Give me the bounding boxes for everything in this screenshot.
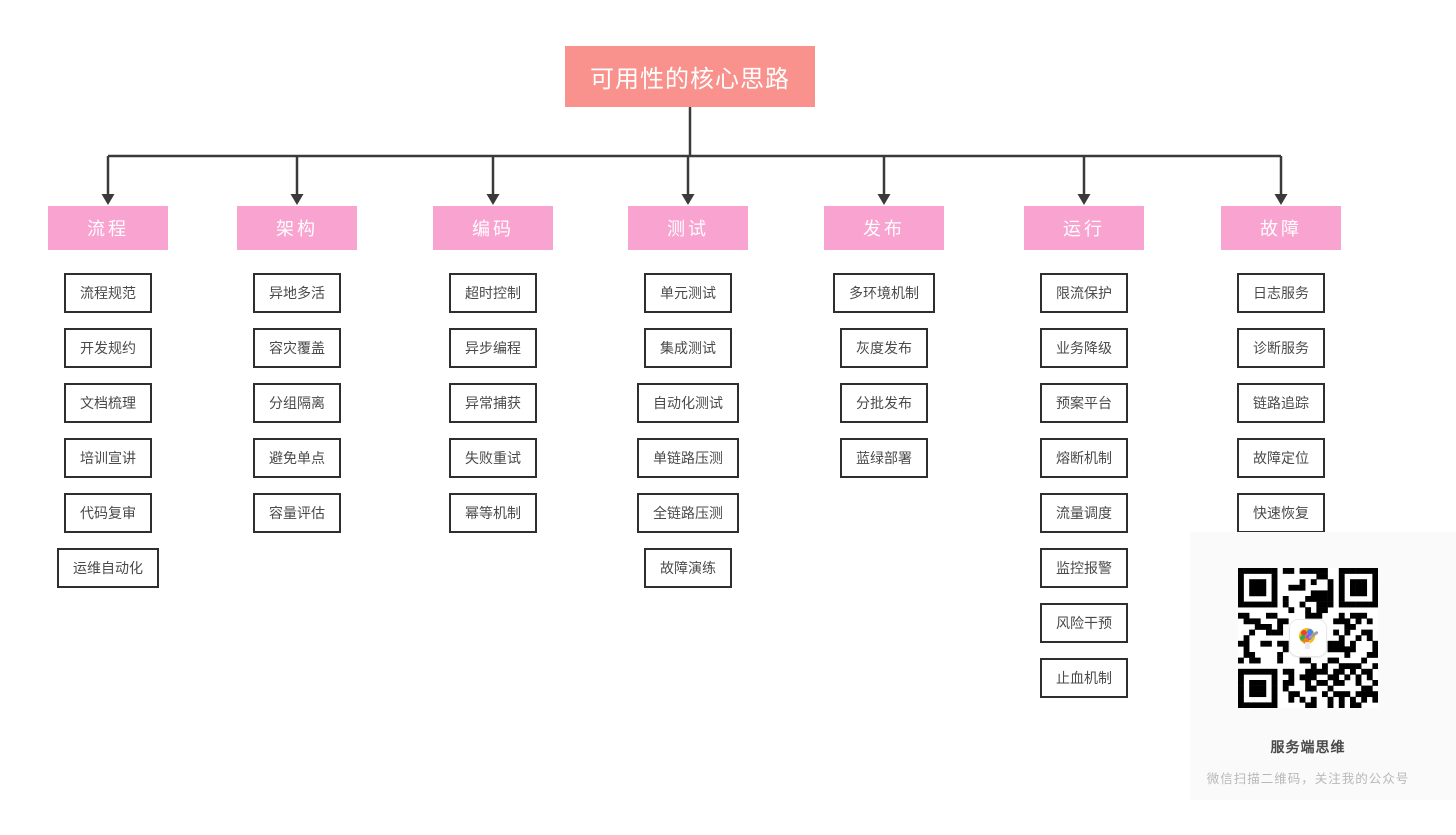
item-node: 异常捕获 xyxy=(449,383,537,423)
item-node: 自动化测试 xyxy=(637,383,739,423)
branch-column-5: 发布多环境机制灰度发布分批发布蓝绿部署 xyxy=(794,206,974,493)
item-node: 多环境机制 xyxy=(833,273,935,313)
item-node: 流量调度 xyxy=(1040,493,1128,533)
colorful-brain-head-logo-icon xyxy=(1290,620,1326,656)
item-node: 监控报警 xyxy=(1040,548,1128,588)
item-node: 超时控制 xyxy=(449,273,537,313)
qr-panel: 服务端思维 微信扫描二维码，关注我的公众号 xyxy=(1190,532,1456,800)
item-node: 业务降级 xyxy=(1040,328,1128,368)
qr-code xyxy=(1238,568,1378,708)
branch-header: 发布 xyxy=(824,206,944,250)
item-node: 单链路压测 xyxy=(637,438,739,478)
item-node: 异地多活 xyxy=(253,273,341,313)
item-node: 熔断机制 xyxy=(1040,438,1128,478)
branch-column-2: 架构异地多活容灾覆盖分组隔离避免单点容量评估 xyxy=(207,206,387,548)
item-node: 幂等机制 xyxy=(449,493,537,533)
item-node: 链路追踪 xyxy=(1237,383,1325,423)
item-node: 代码复审 xyxy=(64,493,152,533)
item-node: 开发规约 xyxy=(64,328,152,368)
branch-column-4: 测试单元测试集成测试自动化测试单链路压测全链路压测故障演练 xyxy=(598,206,778,603)
branch-header: 编码 xyxy=(433,206,553,250)
branch-column-3: 编码超时控制异步编程异常捕获失败重试幂等机制 xyxy=(403,206,583,548)
branch-header: 故障 xyxy=(1221,206,1341,250)
item-node: 止血机制 xyxy=(1040,658,1128,698)
item-node: 快速恢复 xyxy=(1237,493,1325,533)
item-node: 单元测试 xyxy=(644,273,732,313)
item-node: 避免单点 xyxy=(253,438,341,478)
item-node: 故障定位 xyxy=(1237,438,1325,478)
item-node: 风险干预 xyxy=(1040,603,1128,643)
item-node: 容量评估 xyxy=(253,493,341,533)
branch-header: 测试 xyxy=(628,206,748,250)
item-node: 容灾覆盖 xyxy=(253,328,341,368)
item-node: 灰度发布 xyxy=(840,328,928,368)
item-node: 异步编程 xyxy=(449,328,537,368)
branch-header: 流程 xyxy=(48,206,168,250)
item-node: 培训宣讲 xyxy=(64,438,152,478)
item-node: 分批发布 xyxy=(840,383,928,423)
item-node: 失败重试 xyxy=(449,438,537,478)
item-node: 预案平台 xyxy=(1040,383,1128,423)
item-node: 诊断服务 xyxy=(1237,328,1325,368)
root-node-label: 可用性的核心思路 xyxy=(590,66,790,93)
qr-panel-caption: 微信扫描二维码，关注我的公众号 xyxy=(1206,772,1410,786)
qr-panel-title: 服务端思维 xyxy=(1270,739,1346,755)
item-node: 限流保护 xyxy=(1040,273,1128,313)
branch-column-6: 运行限流保护业务降级预案平台熔断机制流量调度监控报警风险干预止血机制 xyxy=(994,206,1174,713)
item-node: 全链路压测 xyxy=(637,493,739,533)
item-node: 蓝绿部署 xyxy=(840,438,928,478)
item-node: 分组隔离 xyxy=(253,383,341,423)
item-node: 集成测试 xyxy=(644,328,732,368)
item-node: 日志服务 xyxy=(1237,273,1325,313)
item-node: 流程规范 xyxy=(64,273,152,313)
item-node: 文档梳理 xyxy=(64,383,152,423)
item-node: 故障演练 xyxy=(644,548,732,588)
branch-header: 运行 xyxy=(1024,206,1144,250)
branch-column-1: 流程流程规范开发规约文档梳理培训宣讲代码复审运维自动化 xyxy=(18,206,198,603)
root-node: 可用性的核心思路 xyxy=(565,46,815,107)
branch-header: 架构 xyxy=(237,206,357,250)
branch-column-7: 故障日志服务诊断服务链路追踪故障定位快速恢复 xyxy=(1191,206,1371,548)
item-node: 运维自动化 xyxy=(57,548,159,588)
